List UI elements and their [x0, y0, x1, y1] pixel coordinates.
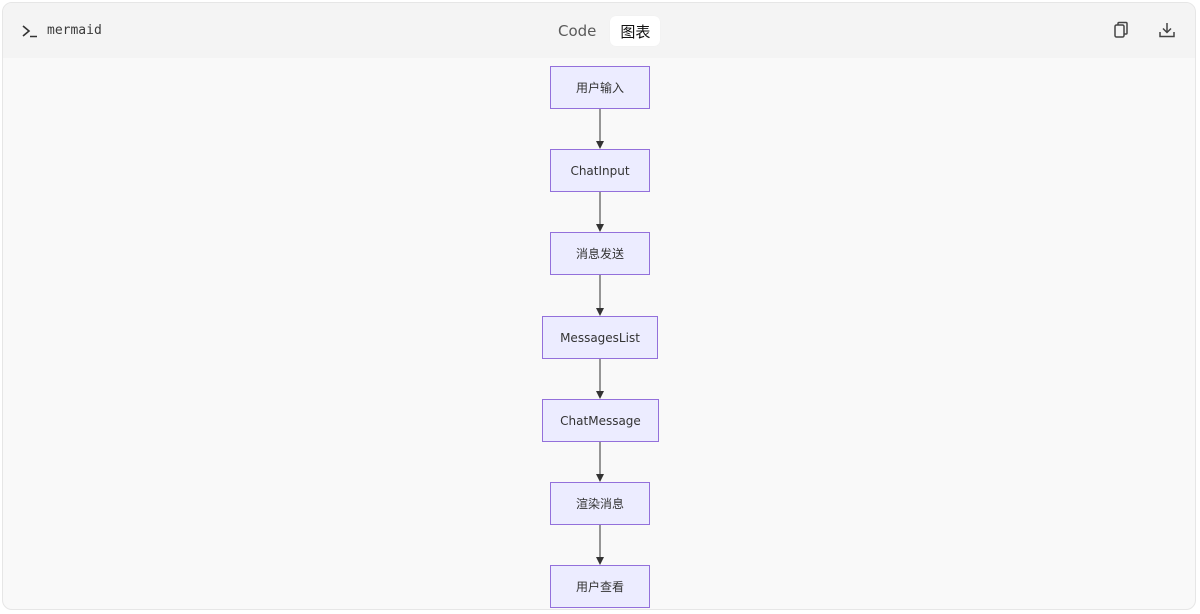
flow-node: 消息发送	[550, 232, 650, 275]
copy-icon	[1114, 21, 1128, 38]
flow-node: 渲染消息	[550, 482, 650, 525]
code-block-header: mermaid Code 图表	[3, 3, 1195, 58]
flow-node: ChatMessage	[542, 399, 659, 442]
header-actions	[1111, 20, 1177, 40]
tab-code[interactable]: Code	[548, 16, 606, 46]
view-tabs: Code 图表	[548, 16, 661, 46]
tab-diagram[interactable]: 图表	[610, 16, 661, 46]
terminal-icon	[22, 24, 37, 37]
copy-button[interactable]	[1111, 20, 1131, 40]
tab-diagram-label: 图表	[620, 22, 651, 41]
flow-node: MessagesList	[542, 316, 658, 359]
diagram-edges	[596, 109, 604, 565]
download-button[interactable]	[1157, 20, 1177, 40]
tab-code-label: Code	[558, 22, 597, 40]
flow-node: 用户输入	[550, 66, 650, 109]
flow-node: 用户查看	[550, 565, 650, 608]
download-icon	[1159, 23, 1175, 38]
language-label: mermaid	[47, 23, 102, 38]
language-label-group: mermaid	[21, 3, 102, 58]
flow-node: ChatInput	[550, 149, 650, 192]
